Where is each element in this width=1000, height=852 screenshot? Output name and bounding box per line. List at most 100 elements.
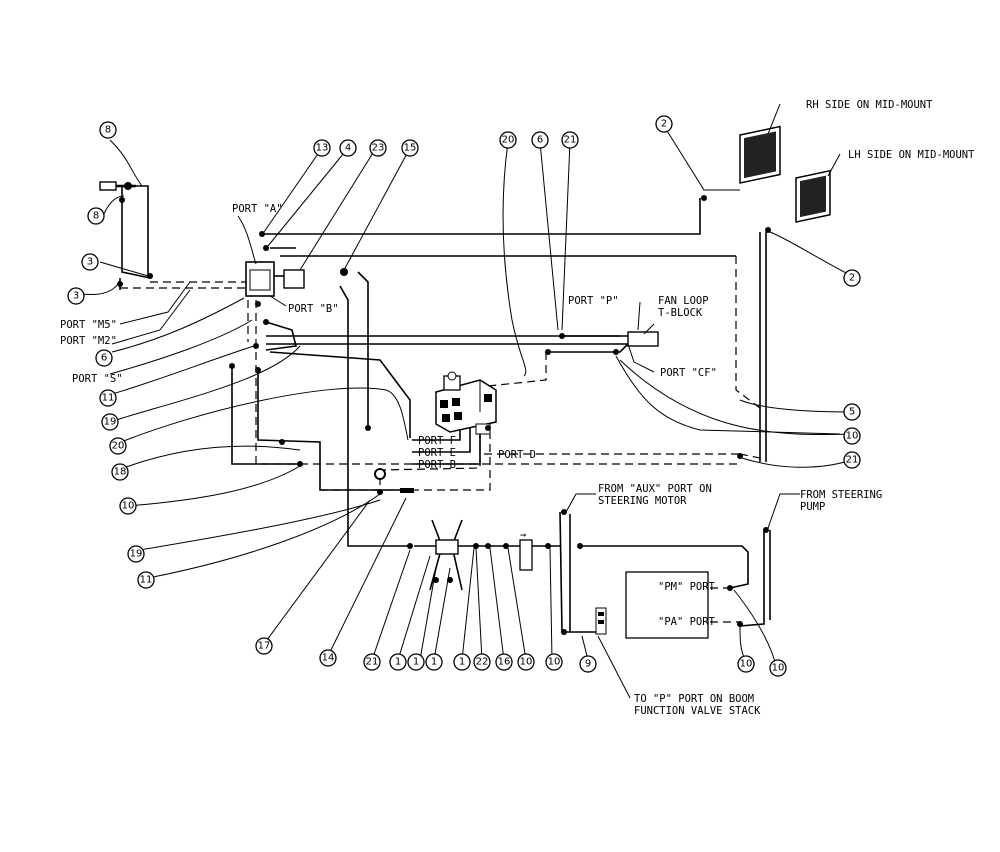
port-b2-label: PORT B [418,459,456,471]
steering-manifold [435,539,459,555]
callout-bubble: 20 [109,437,127,455]
callout-bubble: 21 [363,653,381,671]
valve-reservoir-block [435,371,497,435]
svg-text:1: 1 [431,657,437,668]
svg-text:6: 6 [537,135,543,146]
callout-bubble: 6 [95,349,113,367]
svg-text:4: 4 [345,143,351,154]
callout-bubble: 10 [517,653,535,671]
callout-bubble: 10 [545,653,563,671]
svg-text:18: 18 [114,467,127,478]
callout-bubble: 9 [579,655,597,673]
svg-text:10: 10 [520,657,533,668]
callout-bubble: 4 [339,139,357,157]
svg-text:9: 9 [585,659,591,670]
callout-bubble: 11 [99,389,117,407]
callout-bubble: 13 [313,139,331,157]
pa-port-label: "PA" PORT [658,616,716,628]
callout-bubble: 1 [425,653,443,671]
svg-text:3: 3 [73,291,79,302]
callout-bubble: 8 [99,121,117,139]
port-s-label: PORT "S" [72,373,123,385]
from-steer-label-2: PUMP [800,501,825,513]
to-p-label-2: FUNCTION VALVE STACK [634,705,761,717]
svg-text:11: 11 [102,393,115,404]
callout-bubble: 2 [655,115,673,133]
text-labels: RH SIDE ON MID-MOUNT LH SIDE ON MID-MOUN… [60,99,975,717]
svg-text:17: 17 [258,641,271,652]
callout-bubble: 15 [401,139,419,157]
callout-bubble: 2 [843,269,861,287]
callout-bubble: 19 [127,545,145,563]
hydraulic-pump [245,261,305,297]
callout-bubble: 19 [101,413,119,431]
rh-fan-cooler [739,125,781,184]
svg-text:1: 1 [413,657,419,668]
lh-side-label: LH SIDE ON MID-MOUNT [848,149,975,161]
callout-bubble: 1 [453,653,471,671]
callout-bubble: 18 [111,463,129,481]
priority-valve-block [625,571,709,639]
callout-bubble: 1 [407,653,425,671]
port-b-label: PORT "B" [288,303,339,315]
port-a-label: PORT "A" [232,203,283,215]
callout-bubble: 11 [137,571,155,589]
svg-text:1: 1 [395,657,401,668]
svg-text:6: 6 [101,353,107,364]
svg-text:21: 21 [846,455,859,466]
lever-handle [99,181,117,191]
callout-bubbles: 8 8 3 3 6 11 19 20 18 10 19 11 13 4 23 1… [67,115,861,677]
callout-bubble: 22 [473,653,491,671]
components: → [99,125,831,639]
port-m5-label: PORT "M5" [60,319,117,331]
callout-bubble: 10 [843,427,861,445]
svg-text:10: 10 [548,657,561,668]
port-d-label: PORT D [498,449,536,461]
svg-text:21: 21 [366,657,379,668]
callout-bubble: 8 [87,207,105,225]
callout-bubble: 21 [843,451,861,469]
to-p-label-1: TO "P" PORT ON BOOM [634,693,754,705]
svg-text:2: 2 [661,119,667,130]
fan-loop-label-1: FAN LOOP [658,295,709,307]
callout-bubble: 10 [737,655,755,673]
pm-port-label: "PM" PORT [658,581,716,593]
svg-text:23: 23 [372,143,385,154]
from-aux-label-1: FROM "AUX" PORT ON [598,483,712,495]
callout-bubble: 10 [119,497,137,515]
inline-filter [519,539,533,571]
svg-text:10: 10 [772,663,785,674]
callout-bubble: 5 [843,403,861,421]
callout-bubble: 14 [319,649,337,667]
callout-bubble: 3 [67,287,85,305]
svg-text:13: 13 [316,143,329,154]
leader-lines [81,103,853,699]
svg-text:11: 11 [140,575,153,586]
callout-bubble: 10 [769,659,787,677]
callout-bubble: 20 [499,131,517,149]
port-m2-label: PORT "M2" [60,335,117,347]
port-cf-label: PORT "CF" [660,367,717,379]
svg-text:19: 19 [130,549,143,560]
hose-lines [104,184,841,633]
callout-bubble: 6 [531,131,549,149]
svg-text:14: 14 [322,653,335,664]
svg-text:10: 10 [122,501,135,512]
svg-text:22: 22 [476,657,489,668]
svg-text:→: → [520,529,526,541]
svg-text:8: 8 [105,125,111,136]
svg-text:3: 3 [87,257,93,268]
svg-text:20: 20 [112,441,125,452]
fan-loop-t-block [627,331,659,347]
svg-text:15: 15 [404,143,417,154]
rh-side-label: RH SIDE ON MID-MOUNT [806,99,933,111]
port-f-label: PORT F [418,435,456,447]
svg-text:1: 1 [459,657,465,668]
lh-fan-cooler [795,169,831,223]
port-e-label: PORT E [418,447,456,459]
svg-text:2: 2 [849,273,855,284]
svg-text:16: 16 [498,657,511,668]
callout-bubble: 1 [389,653,407,671]
callout-bubble: 21 [561,131,579,149]
